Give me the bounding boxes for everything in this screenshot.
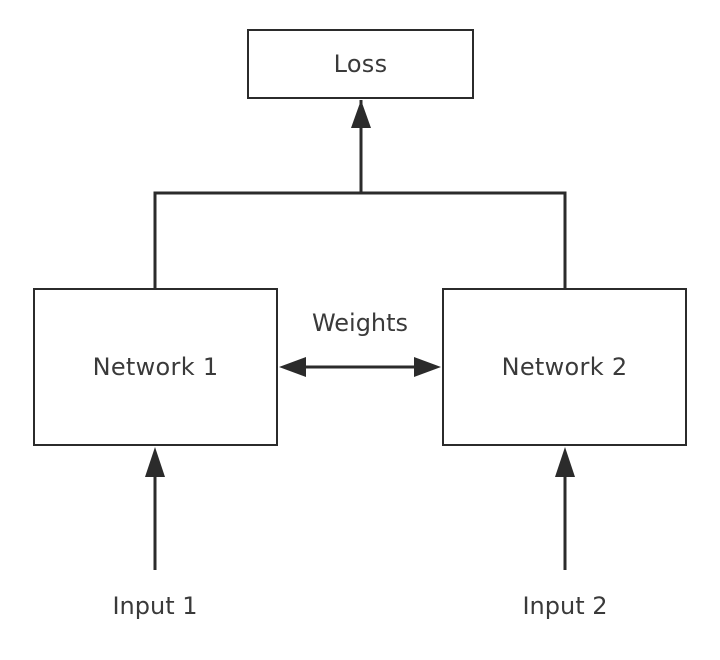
network-2-label: Network 2 xyxy=(501,353,628,381)
network-2-node: Network 2 xyxy=(442,288,687,446)
input-1-label: Input 1 xyxy=(112,592,198,620)
weights-arrowhead-left xyxy=(279,357,306,377)
network-1-node: Network 1 xyxy=(33,288,278,446)
loss-node: Loss xyxy=(247,29,474,99)
loss-label: Loss xyxy=(333,50,388,78)
network-1-label: Network 1 xyxy=(92,353,219,381)
network-1-output-line xyxy=(153,191,361,288)
network-2-output-line xyxy=(361,191,567,288)
weights-arrowhead-right xyxy=(414,357,441,377)
input-2-label: Input 2 xyxy=(522,592,608,620)
input-2-arrowhead xyxy=(555,447,575,477)
input-1-arrowhead xyxy=(145,447,165,477)
loss-arrowhead xyxy=(351,100,371,128)
weights-label: Weights xyxy=(311,309,409,337)
